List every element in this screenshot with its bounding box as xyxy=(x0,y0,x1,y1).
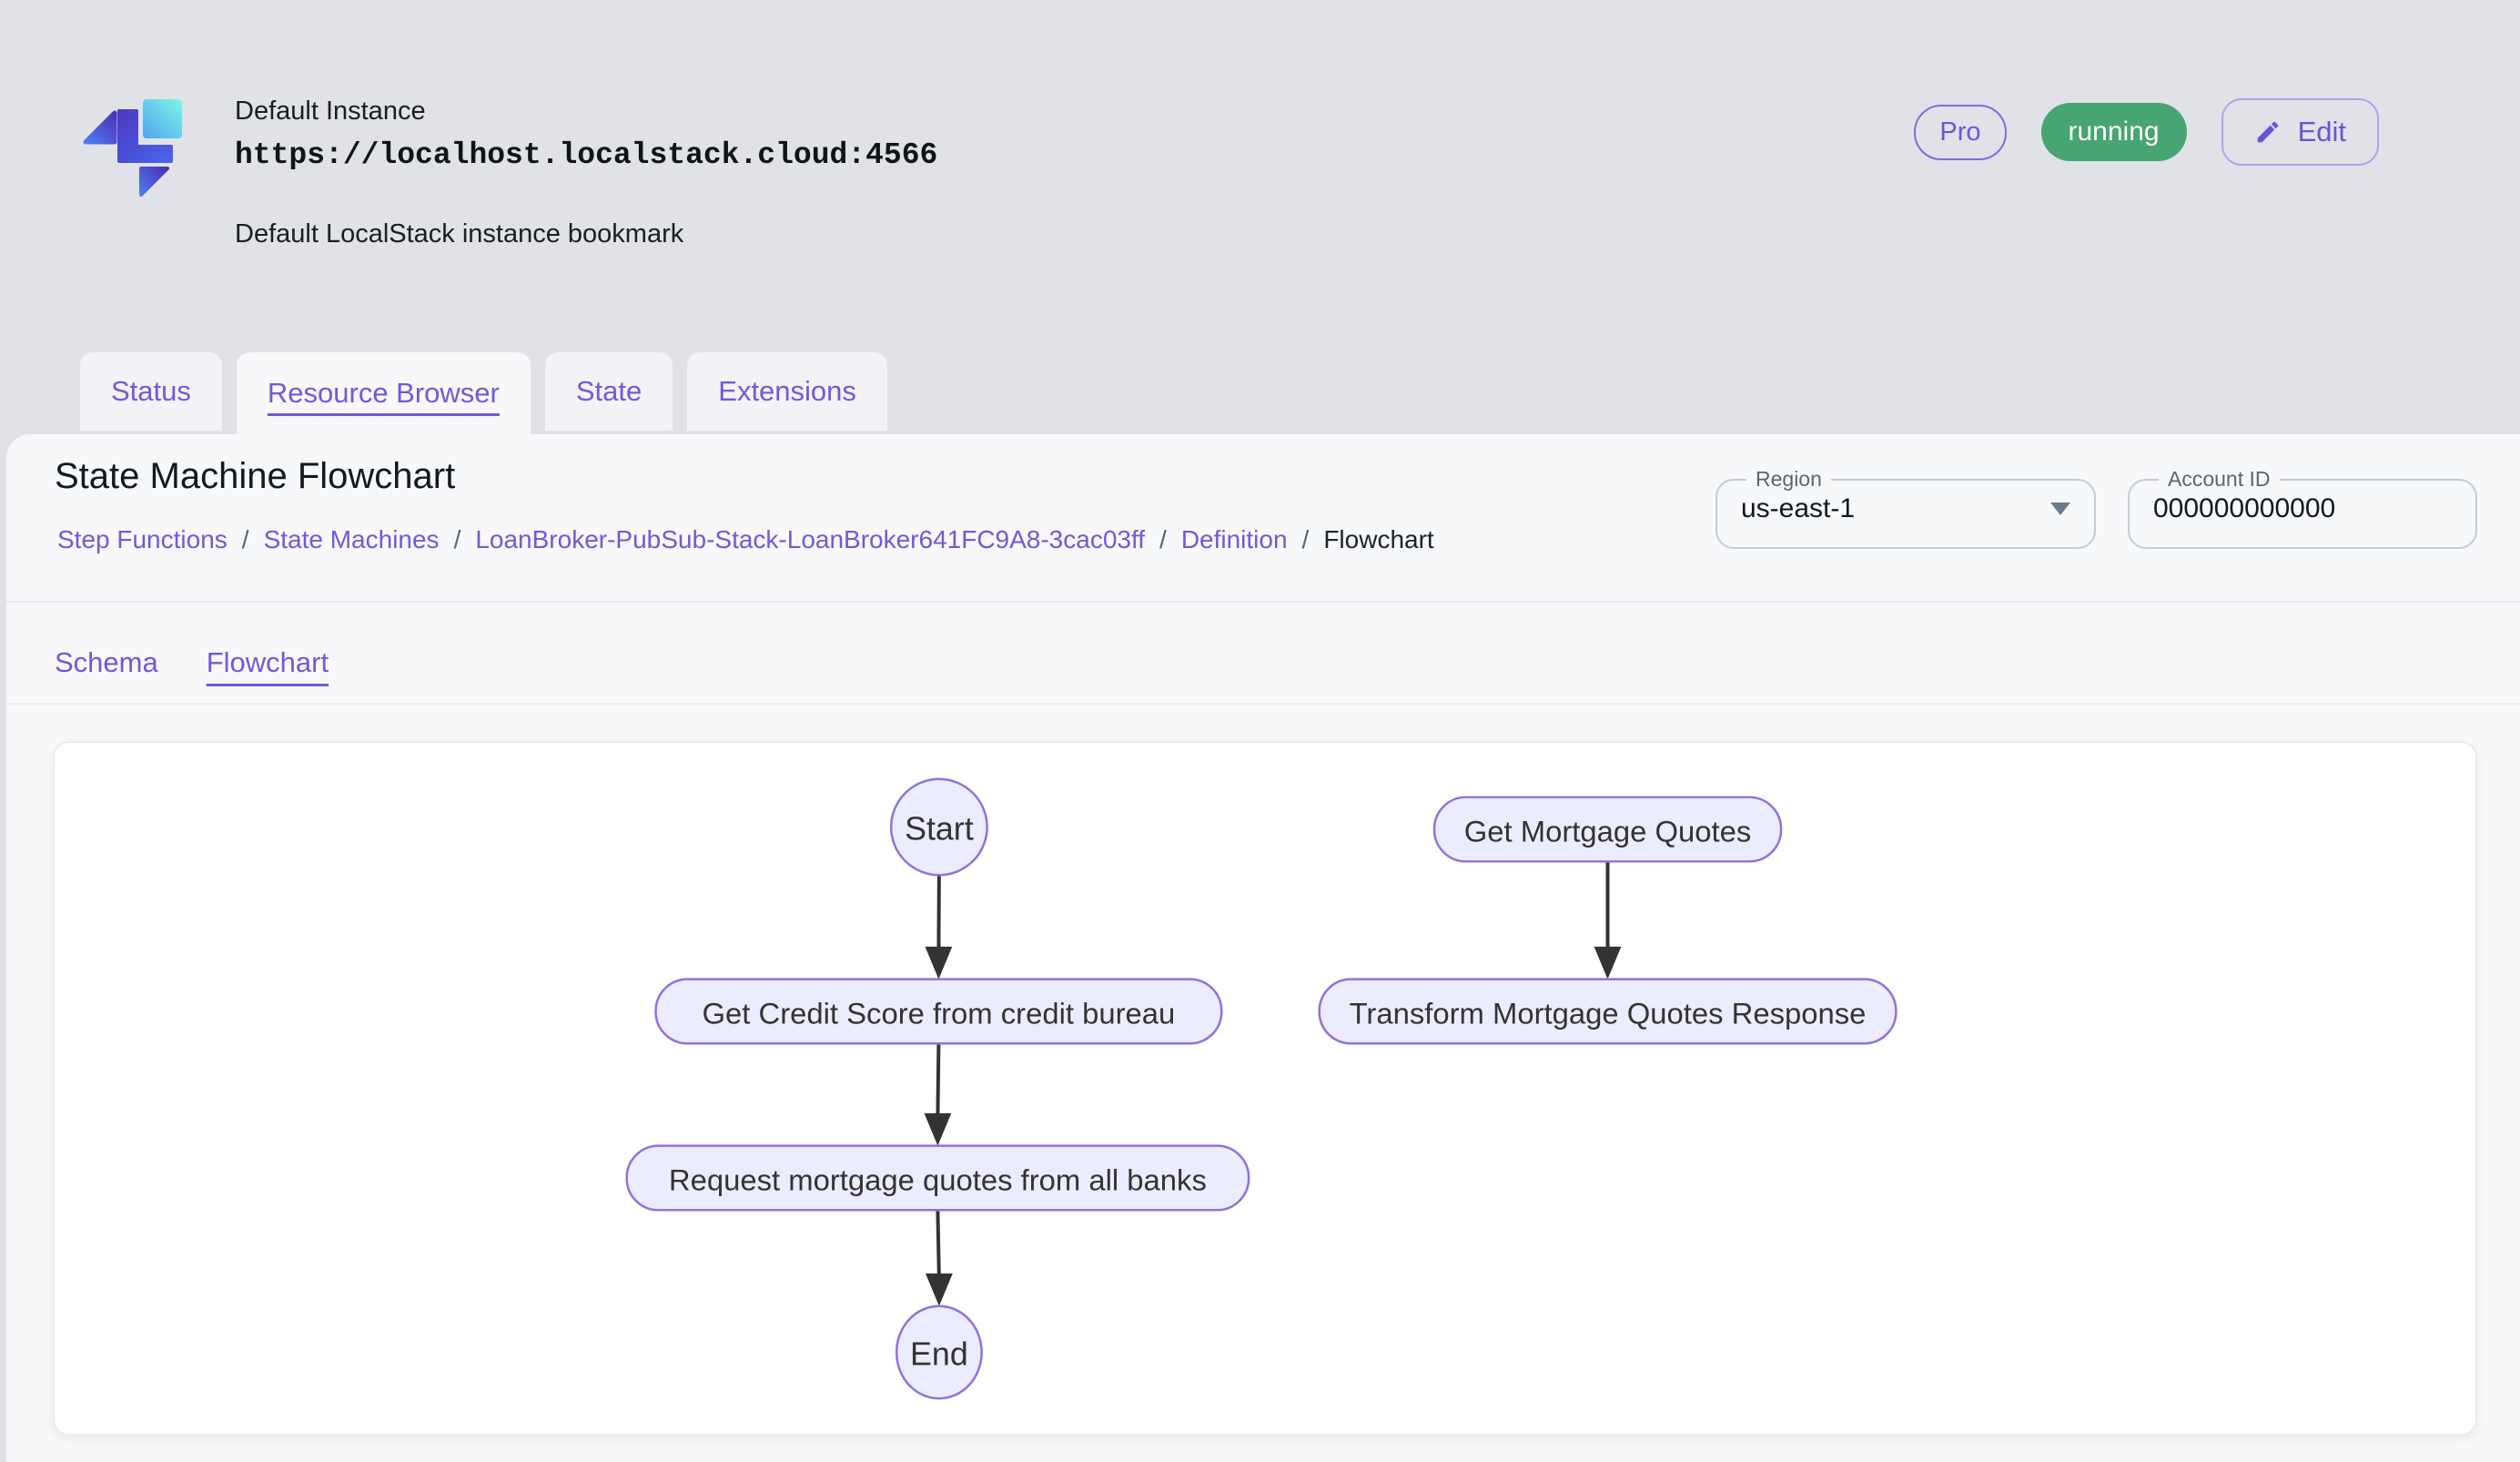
breadcrumb-step-functions[interactable]: Step Functions xyxy=(57,525,228,553)
tab-extensions[interactable]: Extensions xyxy=(687,352,887,431)
flowchart-edge-get-credit-score-to-request-mortgage-quotes xyxy=(924,1043,952,1146)
running-status-badge: running xyxy=(2040,103,2187,161)
region-select[interactable]: Region us-east-1 xyxy=(1715,467,2096,549)
flowchart-node-end: End xyxy=(895,1305,983,1400)
breadcrumb-separator: / xyxy=(241,525,249,553)
subtab-flowchart[interactable]: Flowchart xyxy=(206,646,329,678)
flowchart-node-get-credit-score: Get Credit Score from credit bureau xyxy=(654,978,1223,1045)
breadcrumb-separator: / xyxy=(1159,525,1167,553)
flowchart-node-get-mortgage-quotes: Get Mortgage Quotes xyxy=(1432,796,1783,863)
subtab-schema[interactable]: Schema xyxy=(55,646,158,678)
flowchart-node-request-mortgage-quotes: Request mortgage quotes from all banks xyxy=(625,1144,1250,1212)
flowchart-edge-request-mortgage-quotes-to-end xyxy=(925,1210,953,1306)
account-id-label: Account ID xyxy=(2168,467,2271,491)
flowchart-node-label: Get Credit Score from credit bureau xyxy=(703,996,1176,1030)
edit-button-label: Edit xyxy=(2297,116,2346,147)
account-id-input[interactable]: Account ID 000000000000 xyxy=(2128,467,2477,549)
breadcrumb-separator: / xyxy=(453,525,461,553)
pro-badge: Pro xyxy=(1914,104,2007,160)
localstack-logo xyxy=(71,86,207,218)
flowchart-node-label: Request mortgage quotes from all banks xyxy=(669,1162,1207,1196)
tab-resource-browser[interactable]: Resource Browser xyxy=(236,352,531,434)
divider xyxy=(6,601,2520,603)
header-actions: Pro running Edit xyxy=(1914,98,2379,166)
flowchart-node-label: Start xyxy=(905,811,974,848)
instance-info: Default Instance https://localhost.local… xyxy=(235,94,937,250)
flowchart-node-transform-mortgage-quotes-response: Transform Mortgage Quotes Response xyxy=(1318,978,1898,1045)
region-select-value: us-east-1 xyxy=(1741,493,1856,523)
breadcrumb-current-flowchart: Flowchart xyxy=(1323,525,1434,553)
breadcrumb-state-machine-name[interactable]: LoanBroker-PubSub-Stack-LoanBroker641FC9… xyxy=(475,525,1146,553)
divider xyxy=(6,703,2520,705)
flowchart-node-start: Start xyxy=(889,777,988,877)
account-id-value: 000000000000 xyxy=(2153,493,2336,523)
instance-description: Default LocalStack instance bookmark xyxy=(235,219,684,249)
edit-button[interactable]: Edit xyxy=(2221,98,2379,166)
breadcrumb-definition[interactable]: Definition xyxy=(1180,525,1288,553)
breadcrumb: Step Functions / State Machines / LoanBr… xyxy=(57,525,1434,554)
region-select-label: Region xyxy=(1756,467,1822,491)
main-tabs: Status Resource Browser State Extensions xyxy=(80,352,887,434)
breadcrumb-separator: / xyxy=(1301,525,1310,553)
flowchart-edge-start-to-get-credit-score xyxy=(925,875,953,980)
triangle-down-icon xyxy=(2050,503,2070,515)
instance-name: Default Instance xyxy=(235,96,426,126)
definition-subtabs: Schema Flowchart xyxy=(55,623,329,703)
page-title: State Machine Flowchart xyxy=(55,456,456,496)
tab-state[interactable]: State xyxy=(544,352,673,431)
resource-browser-panel: State Machine Flowchart Step Functions /… xyxy=(6,434,2520,1462)
flowchart-node-label: End xyxy=(910,1335,968,1372)
flowchart-edge-get-mortgage-quotes-to-transform-mortgage-quotes-response xyxy=(1594,861,1622,980)
tab-status[interactable]: Status xyxy=(80,352,222,431)
flowchart-node-label: Transform Mortgage Quotes Response xyxy=(1350,996,1867,1030)
pencil-icon xyxy=(2257,121,2278,143)
flowchart-node-label: Get Mortgage Quotes xyxy=(1464,814,1752,848)
breadcrumb-state-machines[interactable]: State Machines xyxy=(263,525,440,553)
instance-url: https://localhost.localstack.cloud:4566 xyxy=(235,138,938,172)
